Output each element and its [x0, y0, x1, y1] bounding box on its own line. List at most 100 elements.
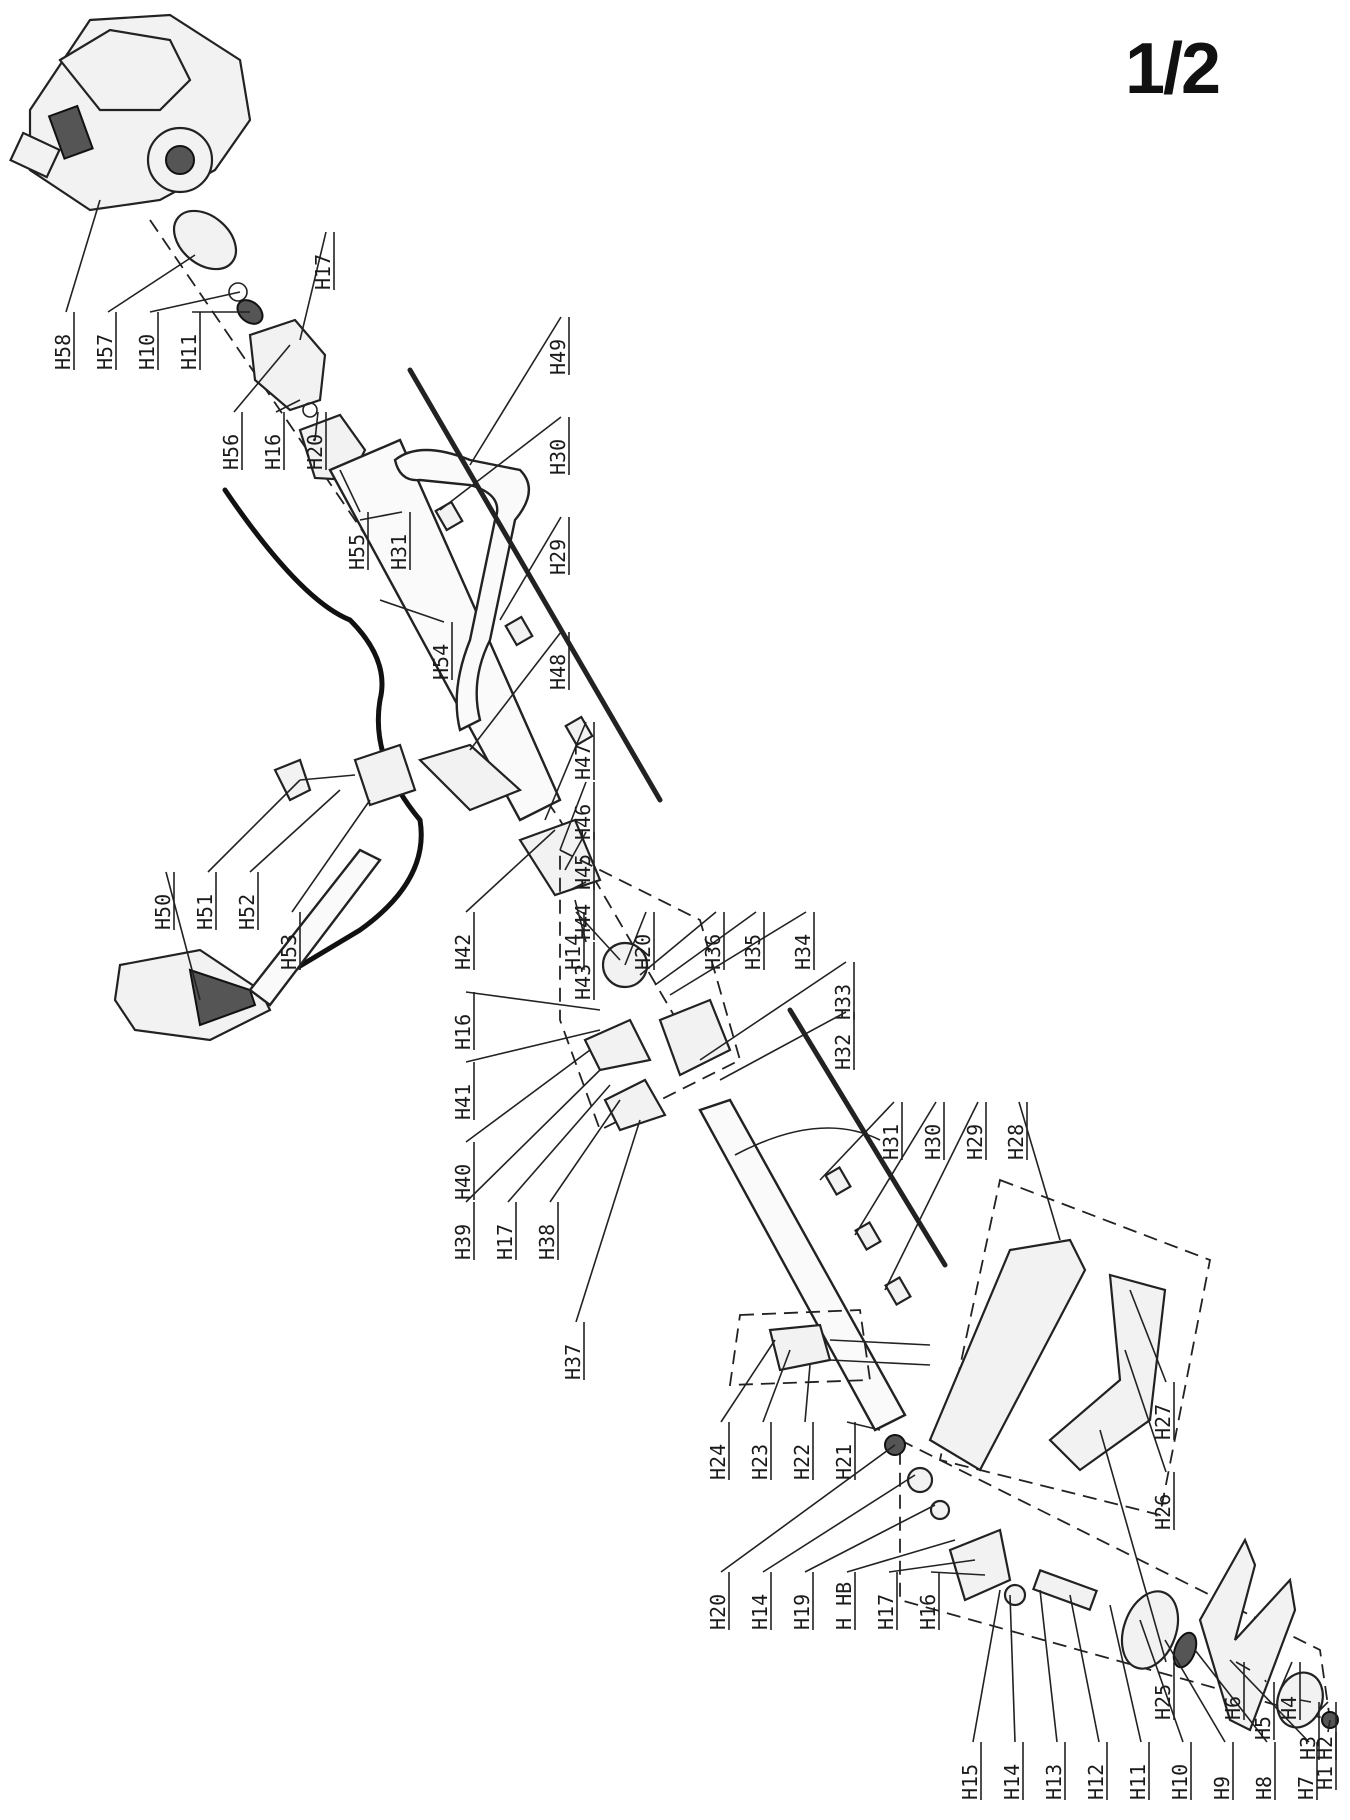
leader-line-upper-17 — [564, 831, 587, 871]
tube-bracket — [768, 1323, 931, 1372]
leader-line-lower-6 — [1099, 1429, 1167, 1663]
part-label: H14 — [1000, 1764, 1024, 1800]
part-label: H17 — [493, 1224, 517, 1260]
leader-line-lower-4 — [1129, 1289, 1167, 1383]
joint-group-box — [559, 848, 742, 1132]
part-label: H27 — [1151, 1404, 1175, 1440]
leader-line-upper-1 — [107, 254, 196, 313]
part-label: H25 — [1151, 1684, 1175, 1720]
part-label: H14 — [561, 934, 585, 970]
leader-line-lower-7 — [720, 1339, 776, 1423]
leader-line-lower-24 — [1194, 1649, 1268, 1743]
part-label: H34 — [791, 934, 815, 970]
part-label: H21 — [832, 1444, 856, 1480]
part-label: H54 — [429, 644, 453, 680]
part-label: H30 — [546, 439, 570, 475]
leader-line-middle-14 — [507, 1084, 611, 1203]
guard — [928, 1238, 1167, 1472]
leader-line-lower-5 — [1124, 1349, 1167, 1473]
drive-rod-upper — [407, 367, 663, 803]
part-label: H17 — [874, 1594, 898, 1630]
part-label: H33 — [831, 984, 855, 1020]
leader-line-lower-9 — [804, 1364, 811, 1423]
part-label: H37 — [561, 1344, 585, 1380]
leader-line-middle-9 — [669, 911, 807, 996]
part-label: H26 — [1151, 1494, 1175, 1530]
part-label: H HB — [832, 1582, 856, 1630]
throttle-handle — [113, 948, 272, 1042]
part-label: H10 — [135, 334, 159, 370]
part-label: H19 — [790, 1594, 814, 1630]
cutting-blade — [1198, 1537, 1297, 1732]
part-label: H20 — [706, 1594, 730, 1630]
leader-line-middle-17 — [699, 961, 847, 1061]
leader-line-lower-2 — [884, 1101, 979, 1291]
part-label: H22 — [790, 1444, 814, 1480]
part-label: H36 — [701, 934, 725, 970]
part-label: H1 — [1313, 1766, 1337, 1790]
leader-line-upper-5 — [275, 399, 301, 413]
leader-line-lower-21 — [1109, 1604, 1142, 1743]
joint-assembly — [583, 941, 732, 1132]
part-label: H32 — [831, 1034, 855, 1070]
part-label: H29 — [963, 1124, 987, 1160]
leader-line-middle-4 — [465, 829, 556, 913]
part-label: H43 — [571, 964, 595, 1000]
leader-line-lower-27 — [1264, 1679, 1267, 1683]
lower-shaft-tube — [698, 1098, 907, 1432]
guard-group-box — [938, 1178, 1212, 1517]
leader-line-upper-16 — [559, 781, 587, 851]
part-label: H56 — [219, 434, 243, 470]
part-label: H3 — [1296, 1736, 1320, 1760]
part-label: H50 — [151, 894, 175, 930]
part-label: H24 — [706, 1444, 730, 1480]
part-label: H2 — [1313, 1736, 1337, 1760]
leader-line-lower-31 — [1327, 1719, 1331, 1733]
leader-line-middle-10 — [465, 991, 601, 1011]
part-label: H48 — [546, 654, 570, 690]
leader-line-lower-23 — [1164, 1639, 1226, 1743]
leader-line-middle-18 — [719, 1011, 847, 1081]
part-label: H52 — [235, 894, 259, 930]
part-label: H42 — [451, 934, 475, 970]
leader-line-lower-17 — [972, 1589, 1001, 1743]
leader-line-middle-6 — [624, 911, 647, 966]
leader-line-middle-7 — [639, 911, 717, 976]
leader-line-lower-12 — [762, 1474, 916, 1573]
part-label: H45 — [571, 854, 595, 890]
part-label: H29 — [546, 539, 570, 575]
part-label: H11 — [177, 334, 201, 370]
engine-unit — [9, 13, 252, 212]
page-title: 1/2 — [1125, 29, 1221, 109]
leader-line-upper-11 — [469, 316, 562, 466]
leader-line-upper-7 — [339, 469, 361, 513]
leader-line-lower-10 — [846, 1421, 881, 1431]
part-label: H31 — [879, 1124, 903, 1160]
leader-line-lower-18 — [1009, 1594, 1016, 1743]
part-label: H41 — [451, 1084, 475, 1120]
part-label: H55 — [345, 534, 369, 570]
leader-line-lower-19 — [1039, 1589, 1058, 1743]
part-label: H40 — [451, 1164, 475, 1200]
leader-line-lower-25 — [1229, 1659, 1310, 1743]
leader-line-upper-9 — [379, 599, 445, 623]
leader-line-lower-8 — [762, 1349, 791, 1423]
leader-line-upper-0 — [65, 199, 101, 313]
leader-line-upper-12 — [439, 416, 562, 511]
bracket-group-box — [728, 1309, 872, 1386]
leader-line-upper-4 — [233, 344, 291, 413]
part-label: H9 — [1210, 1776, 1234, 1800]
part-label: H16 — [261, 434, 285, 470]
part-label: H47 — [571, 744, 595, 780]
part-label: H58 — [51, 334, 75, 370]
part-label: H53 — [277, 934, 301, 970]
part-label: H15 — [958, 1764, 982, 1800]
leader-line-lower-1 — [854, 1101, 937, 1236]
leader-line-middle-1 — [207, 779, 301, 873]
part-label: H17 — [311, 254, 335, 290]
part-label: H39 — [451, 1224, 475, 1260]
leader-line-lower-20 — [1069, 1594, 1100, 1743]
handle-tube — [248, 848, 382, 1007]
